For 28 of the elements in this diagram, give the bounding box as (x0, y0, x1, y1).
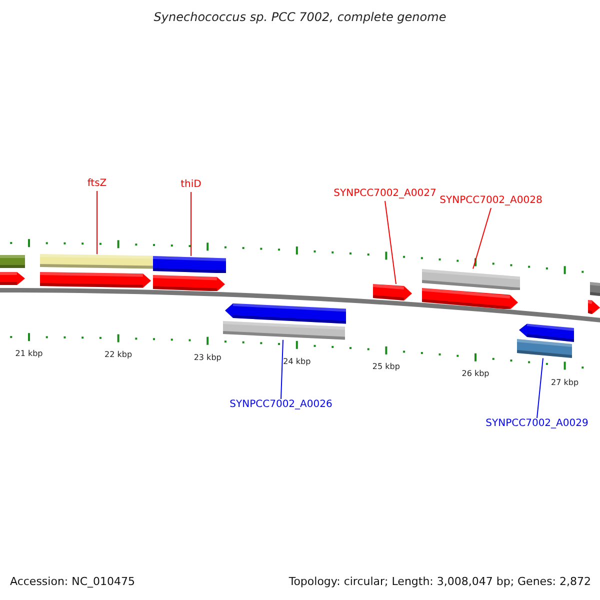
gene-label: thiD (180, 179, 202, 191)
genome-info-text: Topology: circular; Length: 3,008,047 bp; Genes: 2,872 (288, 575, 591, 588)
scale-label: 23 kbp (194, 352, 222, 362)
scale-label: 22 kbp (104, 350, 132, 360)
leader-line (280, 339, 284, 400)
scale-label: 24 kbp (283, 356, 311, 366)
gene-label: SYNPCC7002_A0027 (334, 188, 436, 200)
scale-label: 26 kbp (462, 369, 490, 378)
genome-info-text: Accession: NC_010475 (10, 575, 136, 588)
gene-feature (153, 256, 226, 274)
gene-feature (40, 254, 153, 269)
gene-feature (223, 321, 345, 340)
gene-feature (422, 268, 520, 290)
gene-label: SYNPCC7002_A0029 (486, 418, 588, 430)
diagram-title: Synechococcus sp. PCC 7002, complete genome (152, 10, 448, 24)
leader-line (384, 200, 396, 285)
leader-line (472, 208, 492, 270)
leader-line (190, 192, 192, 256)
scale-label: 21 kbp (15, 349, 43, 358)
gene-label: ftsZ (87, 178, 107, 190)
leader-line (96, 190, 98, 255)
scale-label: 25 kbp (372, 362, 400, 372)
scale-label: 27 kbp (551, 378, 579, 387)
gene-feature (517, 339, 572, 358)
gene-label: SYNPCC7002_A0028 (440, 195, 542, 207)
gene-label: SYNPCC7002_A0026 (230, 399, 332, 411)
leader-line (536, 358, 544, 418)
gene-feature (373, 284, 412, 301)
